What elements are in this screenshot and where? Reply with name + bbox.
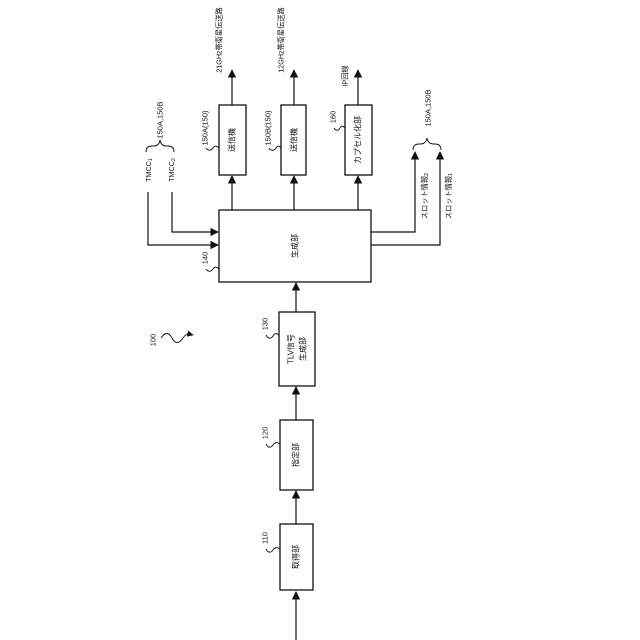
block-encapsulator-label: カプセル化部 [353,116,363,164]
block-designation-label: 指定部 [291,443,301,467]
block-generator-label: 生成部 [290,234,300,258]
block-tlv-label-line1: TLV信号 [286,334,296,364]
output-slot1-sub: 1 [448,173,454,176]
input-group-brace [146,140,174,152]
output-group-ref: 150A,150B [424,89,433,126]
ref-130-leader [266,334,279,339]
ref-140: 140 [201,252,210,265]
input-tmcc1-label: TMCC1 [144,158,155,182]
ref-150b: 150B(150) [264,110,273,146]
input-tmcc2-line [172,192,218,232]
ref-100-leader [161,334,193,343]
ref-120: 120 [261,427,270,440]
output-slot2-text: スロット情報 [420,176,429,219]
output-slot1-label: スロット情報1 [444,173,455,219]
output-slot2-line [371,152,415,232]
ref-150b-leader [269,146,281,150]
block-acquisition-label: 取得部 [291,545,301,569]
ref-100: 100 [149,334,158,347]
block-transmitter-a-label: 送信機 [227,128,237,152]
input-group-ref: 150A,150B [156,101,165,138]
input-tmcc1-sub: 1 [148,158,154,161]
ref-160-leader [334,126,345,130]
output-slot1-text: スロット情報 [444,176,453,219]
ref-110-leader [266,548,280,553]
ref-130: 130 [261,318,270,331]
ref-120-leader [266,443,280,448]
output-slot2-label: スロット情報2 [420,173,431,219]
block-tlv-generator [279,312,315,386]
ref-160: 160 [329,111,338,124]
output-slot1-line [371,152,440,245]
input-tmcc2-sub: 2 [171,158,177,161]
output-12ghz-path-label: 12GHz帯衛星伝送路 [277,7,286,73]
output-21ghz-path-label: 21GHz帯衛星伝送路 [215,7,224,73]
block-tlv-label-line2: 生成部 [298,337,308,361]
ref-150a: 150A(150) [201,110,210,146]
output-group-brace [413,138,441,150]
ref-140-leader [206,267,219,271]
ref-110: 110 [261,532,270,544]
ref-150a-leader [206,146,219,150]
input-tmcc1-line [148,192,218,245]
input-tmcc2-label: TMCC2 [167,158,178,182]
output-ip-line-label: IP回線 [341,65,350,86]
input-tmcc1-text: TMCC [144,161,153,182]
input-tmcc2-text: TMCC [167,161,176,182]
block-transmitter-b-label: 送信機 [289,128,299,152]
output-slot2-sub: 2 [424,173,430,176]
